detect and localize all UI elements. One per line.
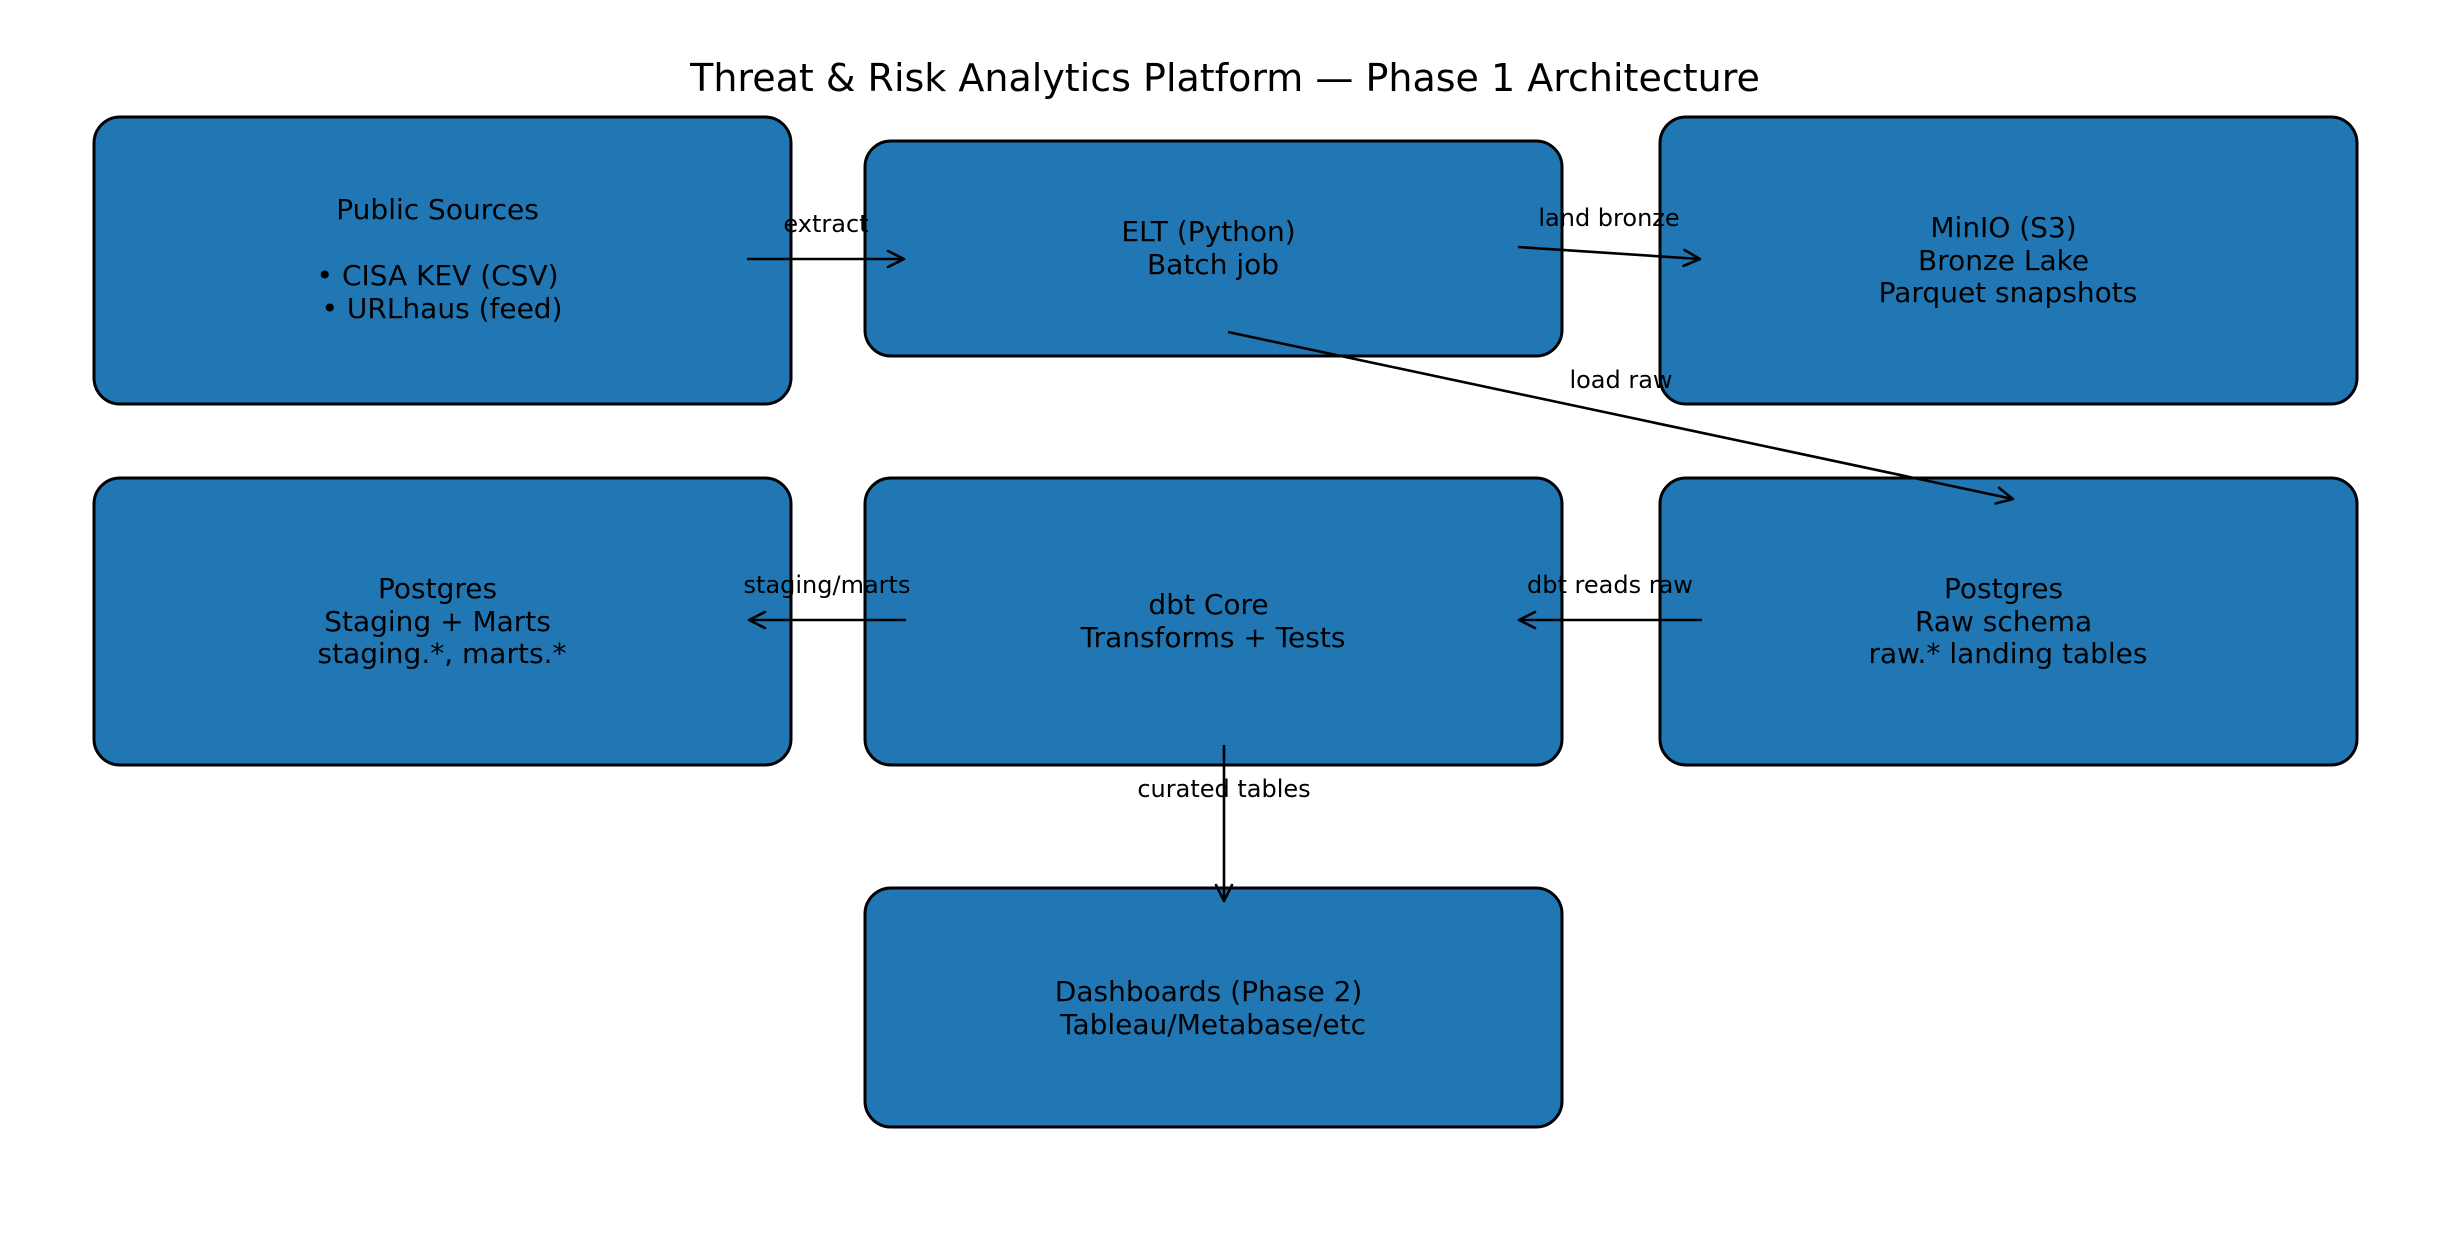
node-dbt-core: dbt Core Transforms + Tests bbox=[863, 476, 1564, 767]
diagram-title: Threat & Risk Analytics Platform — Phase… bbox=[689, 56, 1760, 100]
node-box bbox=[1658, 476, 2359, 767]
node-label: Public Sources • CISA KEV (CSV) • URLhau… bbox=[317, 193, 568, 325]
node-line: Tableau/Metabase/etc bbox=[1059, 1008, 1366, 1041]
edge-curated-tables: curated tables bbox=[1137, 745, 1311, 903]
edge-label: extract bbox=[783, 210, 868, 238]
node-label: dbt Core Transforms + Tests bbox=[1080, 588, 1346, 654]
edge-staging-marts: staging/marts bbox=[744, 571, 911, 630]
node-label: MinIO (S3) Bronze Lake Parquet snapshots bbox=[1879, 211, 2138, 309]
node-minio: MinIO (S3) Bronze Lake Parquet snapshots bbox=[1658, 115, 2359, 406]
node-public-sources: Public Sources • CISA KEV (CSV) • URLhau… bbox=[92, 115, 793, 406]
node-line: Staging + Marts bbox=[324, 605, 551, 638]
node-box bbox=[1658, 115, 2359, 406]
node-line: Transforms + Tests bbox=[1080, 621, 1346, 654]
edge-land-bronze: land bronze bbox=[1517, 204, 1702, 268]
node-line: raw.* landing tables bbox=[1869, 637, 2148, 670]
node-label: ELT (Python) Batch job bbox=[1121, 215, 1304, 281]
node-line: ELT (Python) bbox=[1121, 215, 1295, 248]
node-line: MinIO (S3) bbox=[1930, 211, 2076, 244]
edge-extract: extract bbox=[747, 210, 906, 269]
node-label: Postgres Raw schema raw.* landing tables bbox=[1869, 572, 2148, 670]
node-line: Bronze Lake bbox=[1918, 244, 2089, 277]
node-label: Postgres Staging + Marts staging.*, mart… bbox=[318, 572, 567, 670]
node-line: Public Sources bbox=[336, 193, 539, 226]
node-box bbox=[863, 139, 1564, 358]
node-line: Raw schema bbox=[1915, 605, 2092, 638]
node-dashboards: Dashboards (Phase 2) Tableau/Metabase/et… bbox=[863, 886, 1564, 1129]
node-postgres-raw: Postgres Raw schema raw.* landing tables bbox=[1658, 476, 2359, 767]
node-line: Postgres bbox=[378, 572, 497, 605]
node-box bbox=[863, 886, 1564, 1129]
edge-label: load raw bbox=[1569, 366, 1672, 394]
edge-label: dbt reads raw bbox=[1527, 571, 1693, 599]
node-line: Dashboards (Phase 2) bbox=[1055, 975, 1363, 1008]
node-line: • URLhaus (feed) bbox=[321, 292, 562, 325]
edge-arrow bbox=[1517, 245, 1702, 268]
node-box bbox=[92, 476, 793, 767]
node-line: Batch job bbox=[1147, 248, 1279, 281]
edge-label: land bronze bbox=[1538, 204, 1679, 232]
edge-load-raw: load raw bbox=[1227, 330, 2015, 505]
node-label: Dashboards (Phase 2) Tableau/Metabase/et… bbox=[1055, 975, 1371, 1041]
node-line: staging.*, marts.* bbox=[318, 637, 567, 670]
edge-label: curated tables bbox=[1137, 775, 1310, 803]
node-line: • CISA KEV (CSV) bbox=[317, 259, 559, 292]
edge-arrow bbox=[1227, 330, 2015, 505]
edge-dbt-reads-raw: dbt reads raw bbox=[1517, 571, 1702, 630]
node-line: Postgres bbox=[1944, 572, 2063, 605]
node-box bbox=[863, 476, 1564, 767]
node-box bbox=[92, 115, 793, 406]
node-line: Parquet snapshots bbox=[1879, 276, 2138, 309]
edge-label: staging/marts bbox=[744, 571, 911, 599]
node-line: dbt Core bbox=[1148, 588, 1268, 621]
node-postgres-staging: Postgres Staging + Marts staging.*, mart… bbox=[92, 476, 793, 767]
node-elt: ELT (Python) Batch job bbox=[863, 139, 1564, 358]
